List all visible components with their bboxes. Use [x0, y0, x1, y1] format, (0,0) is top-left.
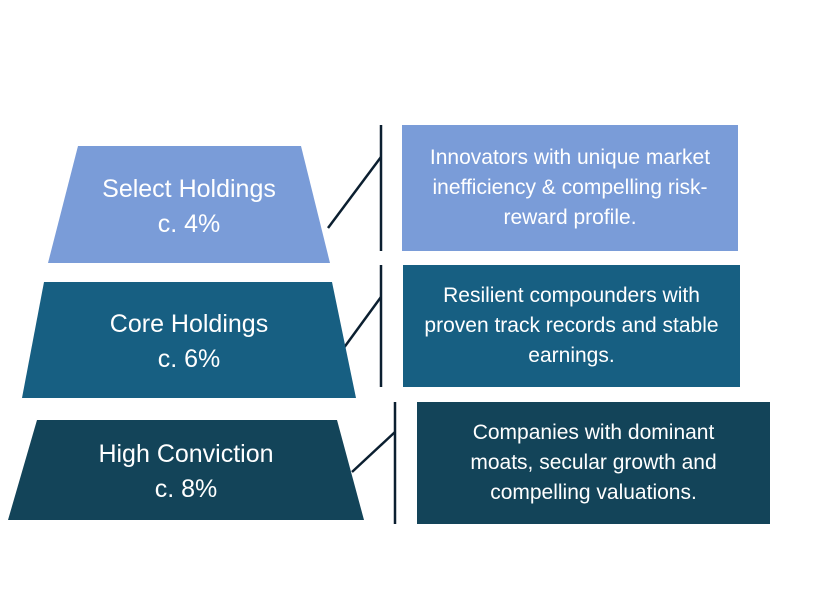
connector-diagonal-conviction: [351, 431, 396, 473]
description-text: Innovators with unique market inefficien…: [429, 146, 711, 229]
tier-weight: c. 4%: [157, 210, 221, 238]
description-box-select: Innovators with unique market inefficien…: [402, 125, 738, 251]
tier-label-select: Select Holdings c. 4%: [48, 172, 330, 242]
tier-name: Select Holdings: [102, 175, 276, 203]
description-box-core: Resilient compounders with proven track …: [403, 265, 740, 387]
tier-name: Core Holdings: [109, 310, 269, 338]
tier-weight: c. 8%: [154, 475, 218, 503]
description-box-conviction: Companies with dominant moats, secular g…: [417, 402, 770, 524]
description-text: Companies with dominant moats, secular g…: [470, 421, 717, 504]
connector-diagonal-select: [326, 156, 383, 229]
pyramid-tier-conviction-shape: [8, 420, 364, 520]
tier-weight: c. 6%: [157, 345, 221, 373]
tier-label-core: Core Holdings c. 6%: [22, 307, 356, 377]
tier-label-conviction: High Conviction c. 8%: [8, 437, 364, 507]
description-text: Resilient compounders with proven track …: [424, 284, 719, 367]
tier-name: High Conviction: [98, 440, 274, 468]
pyramid-tier-core-shape: [22, 282, 356, 398]
